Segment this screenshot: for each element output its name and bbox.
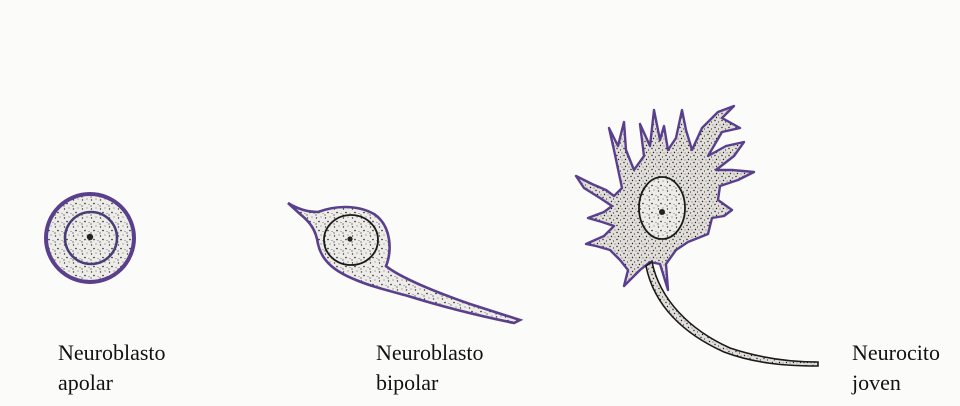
label-neuroblasto-bipolar: Neuroblasto bipolar	[376, 338, 484, 398]
label-apolar-line2: apolar	[58, 368, 166, 398]
label-apolar-line1: Neuroblasto	[58, 338, 166, 368]
neuron-nucleolus	[659, 209, 665, 215]
label-neurocito-line1: Neurocito	[852, 338, 940, 368]
label-bipolar-line2: bipolar	[376, 368, 484, 398]
neuron-nucleus	[639, 177, 685, 239]
apolar-neuroblast-illustration	[46, 194, 134, 282]
label-neurocito-line2: joven	[852, 368, 940, 398]
label-bipolar-line1: Neuroblasto	[376, 338, 484, 368]
bipolar-nucleolus	[347, 236, 352, 241]
bipolar-neuroblast-illustration	[288, 203, 520, 323]
label-neurocito-joven: Neurocito joven	[852, 338, 940, 398]
bipolar-cell-body	[288, 203, 520, 323]
neuron-axon	[646, 262, 818, 366]
apolar-nucleolus	[87, 234, 93, 240]
label-neuroblasto-apolar: Neuroblasto apolar	[58, 338, 166, 398]
young-neuron-illustration	[576, 106, 818, 366]
